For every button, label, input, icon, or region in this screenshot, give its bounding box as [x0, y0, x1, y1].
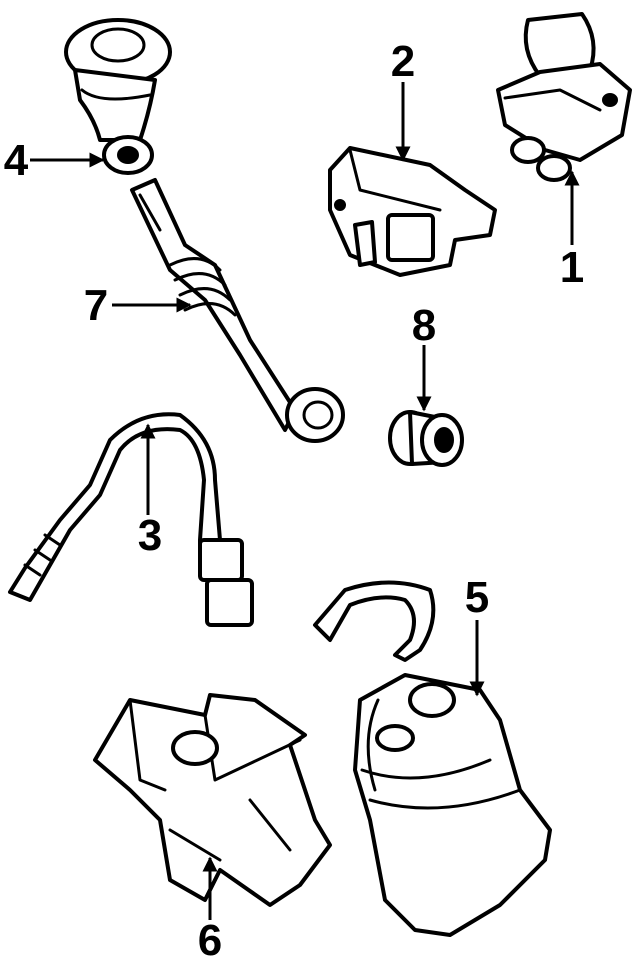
part-2-map-sensor: [328, 146, 497, 277]
part-7-knock-sensor-harness: [130, 178, 345, 443]
callout-1: 1: [560, 243, 584, 292]
callout-3: 3: [138, 511, 162, 560]
part-8-fitting: [388, 410, 464, 467]
callout-5: 5: [465, 573, 489, 622]
callout-leaders: [30, 82, 580, 920]
part-3-oxygen-sensor: [8, 412, 254, 627]
part-5-vapor-canister: [313, 580, 552, 937]
callout-6: 6: [198, 916, 222, 962]
part-4-egr-valve: [64, 18, 172, 175]
callout-labels: 1 2 3 4 5 6 7 8: [4, 37, 584, 962]
callout-7: 7: [84, 281, 108, 330]
part-6-canister-bracket: [93, 693, 332, 907]
part-1-vacuum-solenoid: [496, 12, 632, 182]
callout-2: 2: [391, 37, 415, 86]
callout-4: 4: [4, 136, 29, 185]
callout-8: 8: [412, 301, 436, 350]
